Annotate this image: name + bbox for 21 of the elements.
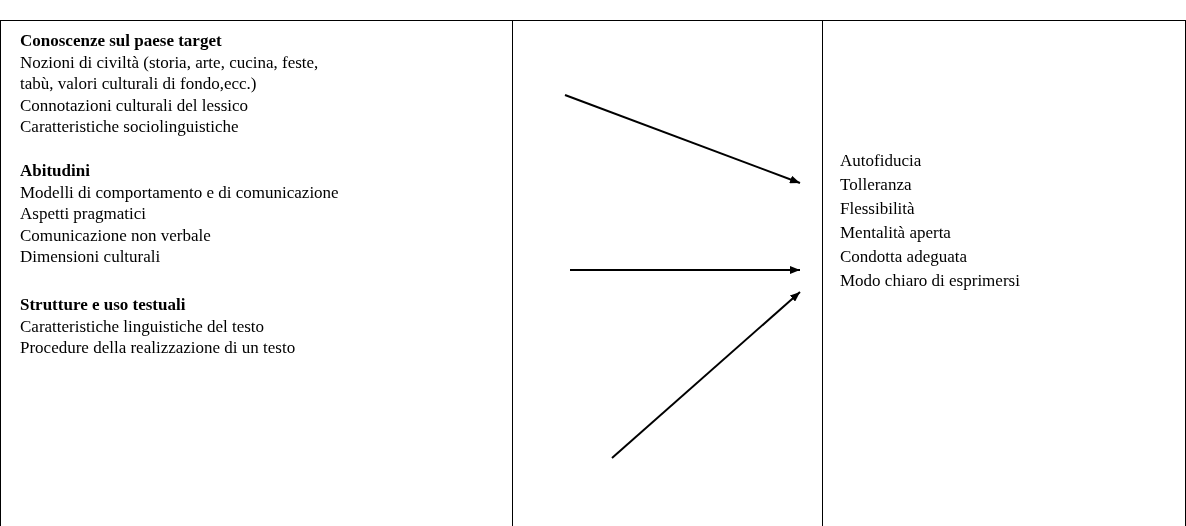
list-item: Caratteristiche sociolinguistiche	[20, 116, 239, 138]
list-item: Condotta adeguata	[840, 246, 967, 268]
group-heading: Abitudini	[20, 160, 90, 182]
arrow	[611, 291, 801, 459]
list-item: Aspetti pragmatici	[20, 203, 147, 225]
list-item: Dimensioni culturali	[20, 246, 161, 268]
list-item: Tolleranza	[840, 174, 912, 196]
arrow	[569, 266, 801, 274]
list-item: Caratteristiche linguistiche del testo	[20, 315, 265, 337]
list-item: Comunicazione non verbale	[20, 224, 211, 246]
group-heading: Strutture e uso testuali	[20, 294, 186, 316]
list-item: Modo chiaro di esprimersi	[840, 270, 1020, 292]
arrow	[564, 94, 801, 184]
list-item: Modelli di comportamento e di comunicazione	[20, 181, 339, 203]
list-item: Connotazioni culturali del lessico	[20, 94, 249, 116]
list-item: Procedure della realizzazione di un testo	[20, 337, 296, 359]
group-heading: Conoscenze sul paese target	[20, 30, 222, 52]
list-item: Flessibilità	[840, 198, 915, 220]
list-item: Nozioni di civiltà (storia, arte, cucina, feste, tabù, valori culturali di fondo,ecc.)	[20, 51, 320, 95]
list-item: Autofiducia	[840, 150, 922, 172]
list-item: Mentalità aperta	[840, 222, 951, 244]
